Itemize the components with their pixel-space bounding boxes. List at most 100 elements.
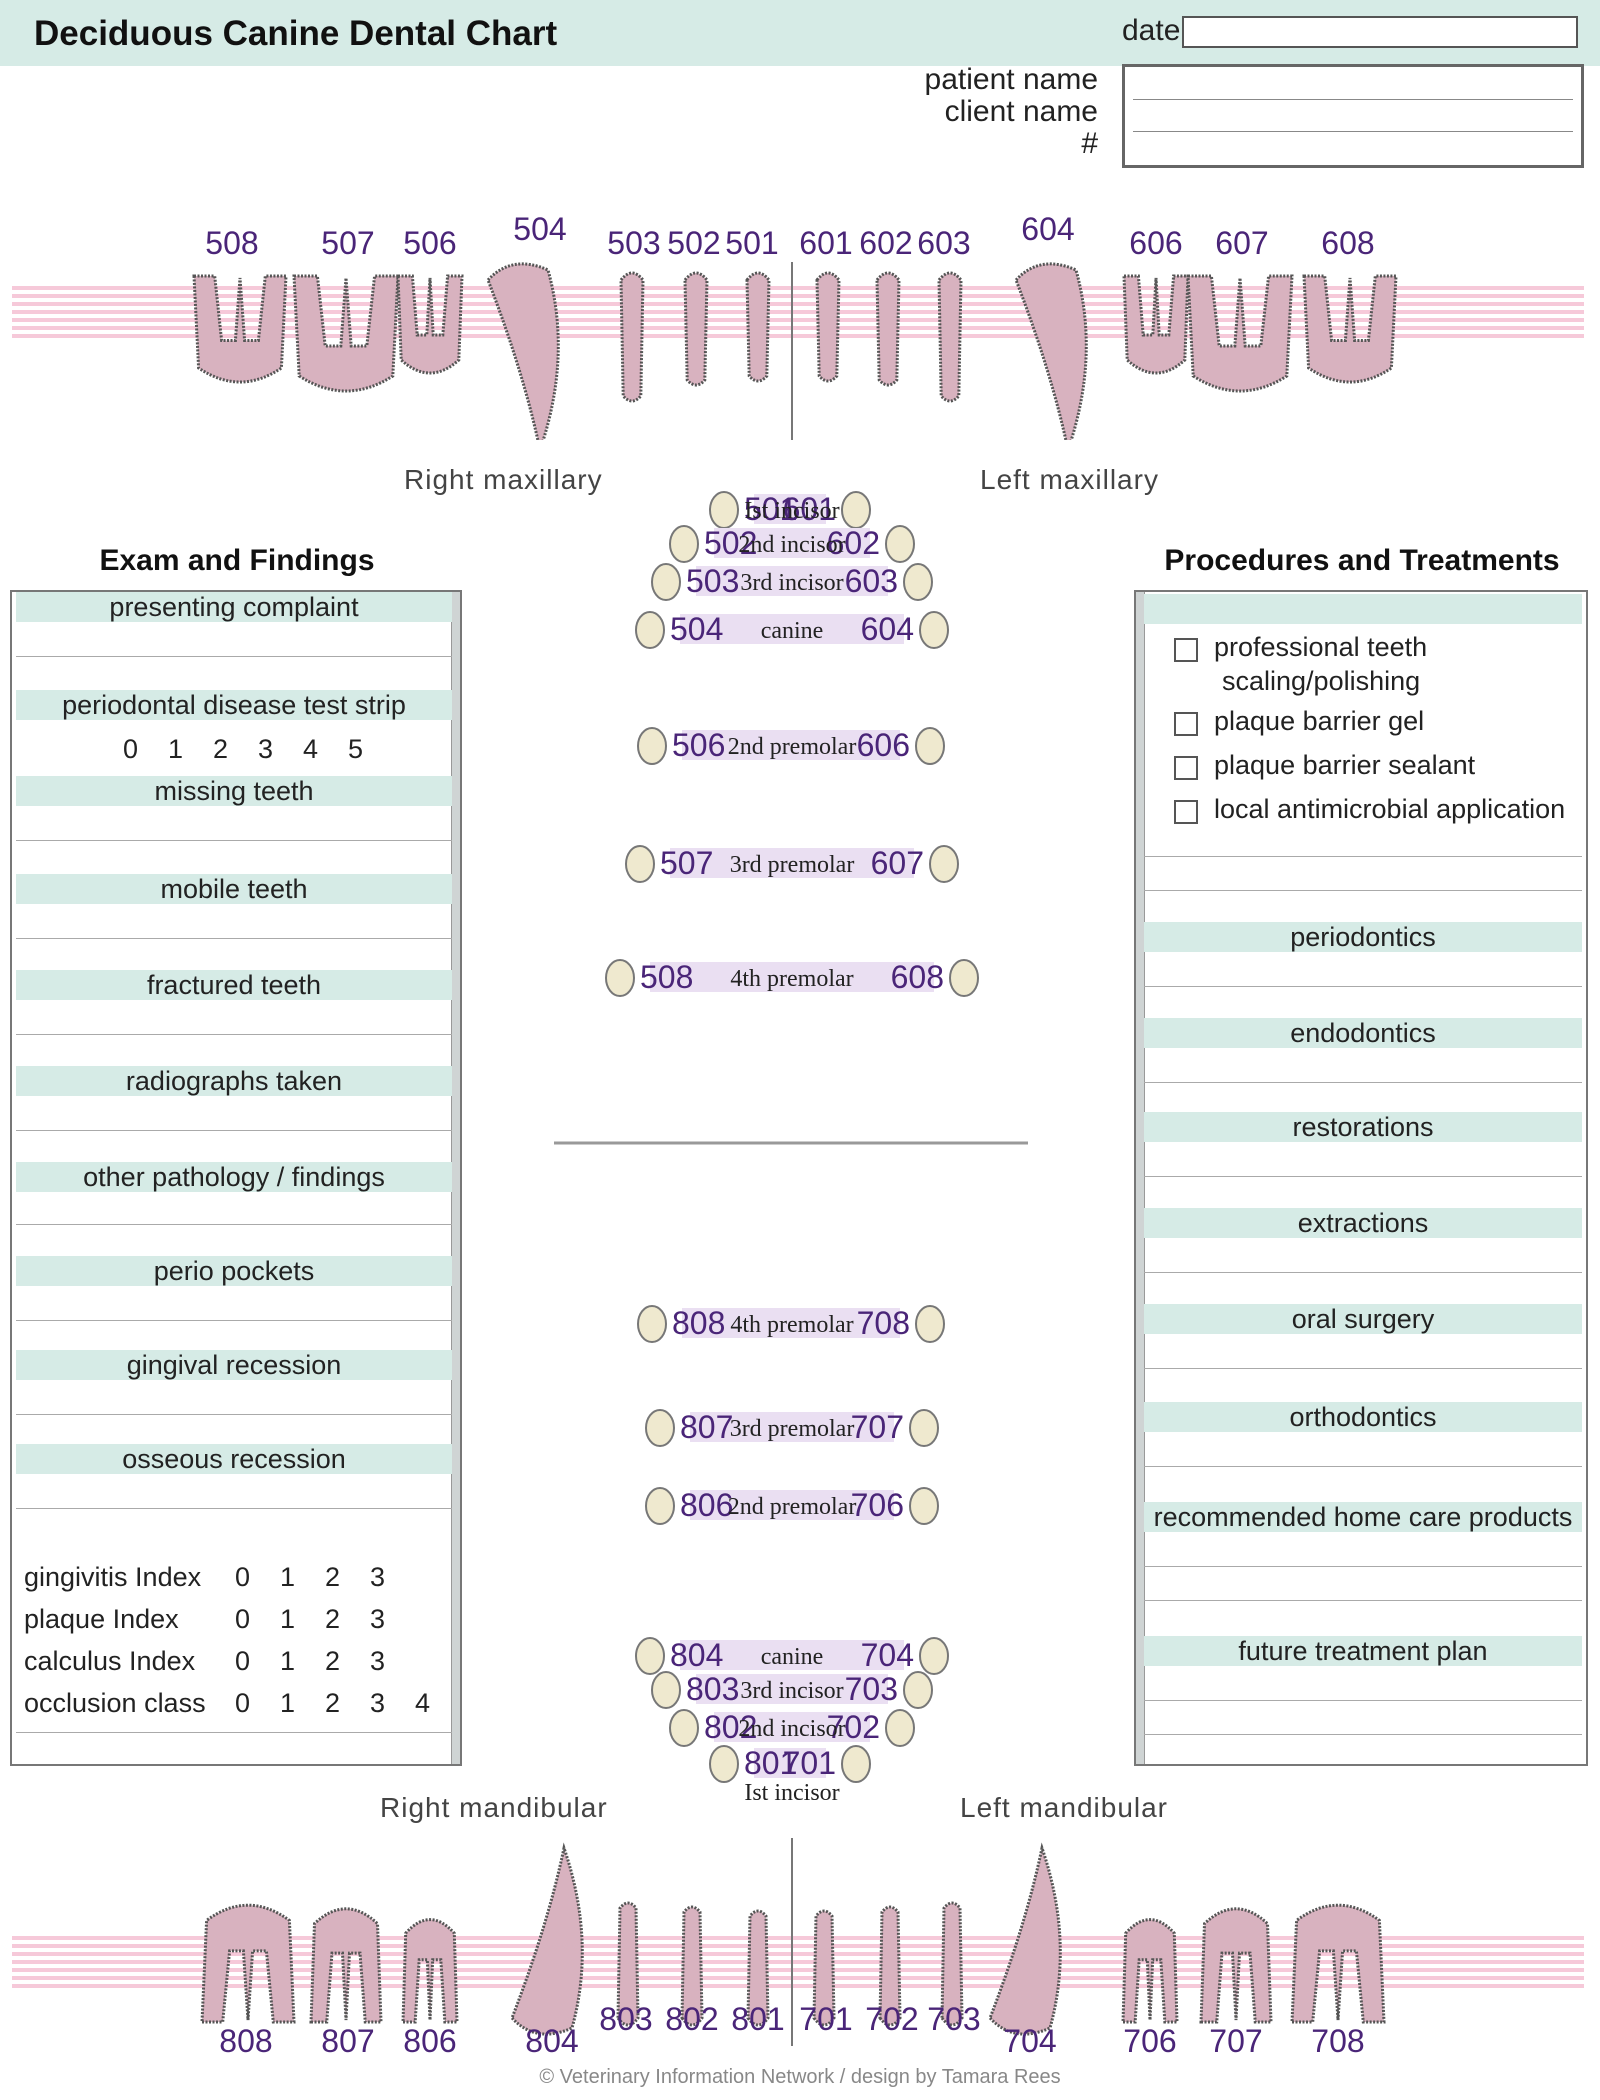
gum-stripe [12,318,1584,322]
tooth-606 [1122,274,1190,375]
occlusal-tooth-name: canine [761,1644,824,1670]
occlusal-tooth [949,959,979,997]
tooth-806 [401,1918,459,2024]
writing-line[interactable] [1144,1272,1582,1273]
occlusal-band [690,1490,894,1520]
tooth-704 [988,1842,1062,2036]
professional-teeth-checkbox[interactable] [1174,638,1198,662]
writing-line[interactable] [1144,1734,1582,1735]
occlusal-number-right: 708 [857,1305,910,1341]
tooth-number-704: 704 [1003,2023,1056,2059]
tooth-number-608: 608 [1321,225,1374,261]
writing-line[interactable] [16,840,452,841]
occlusal-band [680,1640,904,1670]
radiographs-header: radiographs taken [16,1066,452,1096]
perio-pockets-header: perio pockets [16,1256,452,1286]
occlusal-tooth [929,845,959,883]
writing-line[interactable] [1144,890,1582,891]
tooth-504 [486,262,560,440]
patient-name-line [1133,99,1573,100]
professional-teeth-label: professional teeth [1214,632,1428,662]
writing-line[interactable] [16,1732,452,1733]
patient-info-box[interactable] [1122,64,1584,168]
tooth-502 [683,271,709,387]
plaque-barrier-sealant-checkbox[interactable] [1174,756,1198,780]
occlusal-tooth [885,1709,915,1747]
occlusal-tooth-name: 3rd incisor [740,1678,843,1704]
tooth-number-803: 803 [599,2001,652,2037]
writing-line[interactable] [1144,856,1582,857]
occlusal-number-right: 603 [845,563,898,599]
writing-line[interactable] [1144,1566,1582,1567]
tooth-801 [746,1909,770,2027]
occlusal-band [696,1674,888,1704]
occlusal-tooth [709,491,739,529]
tooth-number-801: 801 [731,2001,784,2037]
tooth-number-502: 502 [667,225,720,261]
tooth-708 [1290,1903,1386,2024]
occlusal-tooth [903,1671,933,1709]
tooth-608 [1302,274,1398,384]
occlusal-tooth-name: 4th premolar [730,1312,853,1338]
presenting-complaint-header: presenting complaint [16,592,452,622]
left-mandibular-label: Left mandibular [960,1792,1169,1823]
tooth-number-806: 806 [403,2023,456,2059]
occlusal-tooth [669,1709,699,1747]
writing-line[interactable] [1144,1176,1582,1177]
tooth-507 [292,274,400,393]
writing-line[interactable] [16,1034,452,1035]
date-label: date [1122,14,1181,47]
writing-line[interactable] [1144,1082,1582,1083]
occlusal-band [754,1748,826,1778]
writing-line[interactable] [16,938,452,939]
tooth-number-701: 701 [799,2001,852,2037]
occlusal-tooth-name: 3rd incisor [740,570,843,596]
writing-line[interactable] [16,1224,452,1225]
gum-stripe [12,326,1584,330]
tooth-508 [192,274,288,384]
tooth-number-604: 604 [1021,211,1074,247]
client-name-label: client name [944,95,1098,128]
writing-line[interactable] [1144,1700,1582,1701]
gingivitis-index-label: gingivitis Index [24,1562,202,1592]
tooth-803 [616,1901,640,2027]
occlusal-tooth-name: 3rd premolar [730,1416,855,1442]
plaque-barrier-sealant-label: plaque barrier sealant [1214,750,1476,780]
writing-line[interactable] [1144,1368,1582,1369]
writing-line[interactable] [16,1320,452,1321]
procedures-top-band [1144,594,1582,624]
record-number-label: # [1081,127,1098,160]
gingival-recession-header: gingival recession [16,1350,452,1380]
writing-line[interactable] [16,656,452,657]
tooth-number-501: 501 [725,225,778,261]
local-antimicrobial-checkbox[interactable] [1174,800,1198,824]
writing-line[interactable] [1144,986,1582,987]
occlusal-tooth [605,959,635,997]
occlusal-band [714,1712,870,1742]
occlusal-tooth [637,727,667,765]
writing-line[interactable] [16,1130,452,1131]
footer-credit: © Veterinary Information Network / desig… [539,2066,1061,2088]
writing-line[interactable] [16,1508,452,1509]
tooth-number-603: 603 [917,225,970,261]
writing-line[interactable] [1144,1466,1582,1467]
plaque-barrier-gel-checkbox[interactable] [1174,712,1198,736]
occlusal-tooth [909,1487,939,1525]
endodontics-header: endodontics [1144,1018,1582,1048]
writing-line[interactable] [16,1414,452,1415]
tooth-808 [200,1903,296,2024]
fractured-teeth-header: fractured teeth [16,970,452,1000]
occlusal-number-right: 608 [891,959,944,995]
tooth-603 [937,271,963,403]
writing-line[interactable] [1144,1600,1582,1601]
date-field[interactable] [1182,16,1578,48]
